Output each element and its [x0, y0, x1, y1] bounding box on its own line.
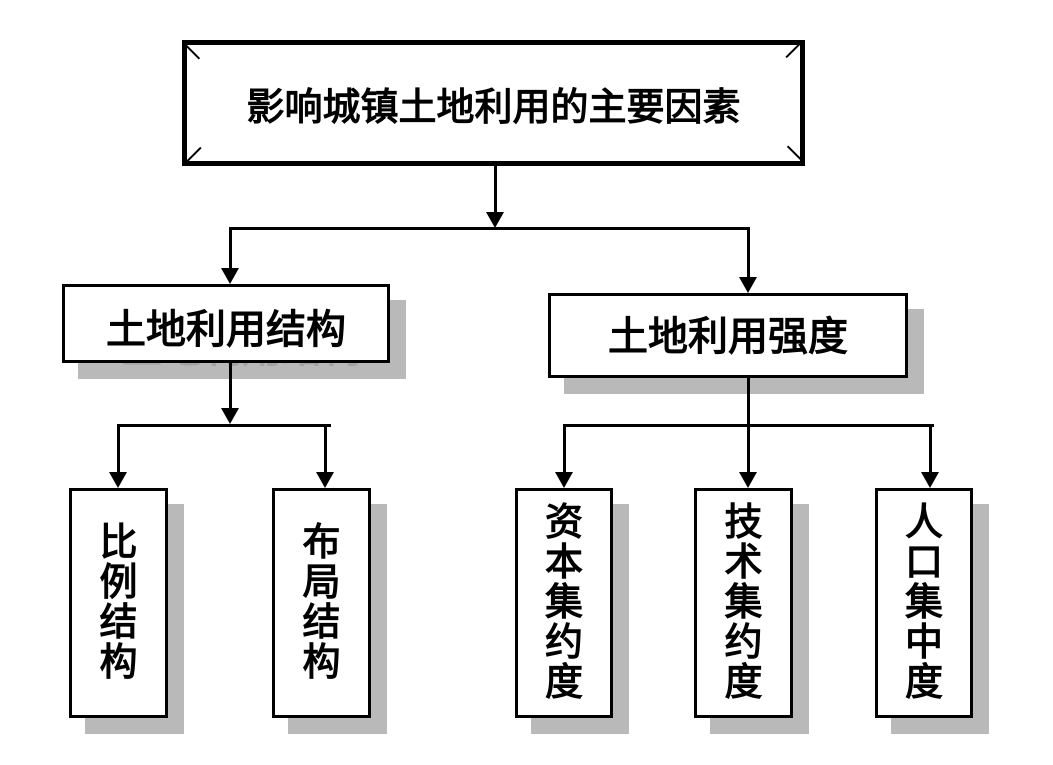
node-capital-intensity: 资本集约度 [515, 488, 613, 718]
connector-drop-capital [563, 424, 566, 473]
connector-drop-technology [747, 424, 750, 473]
node-land-use-intensity: 土地利用强度 [548, 293, 908, 378]
connector-intensity-stem [747, 378, 750, 427]
connector-level1-crossbar [229, 227, 750, 230]
node-land-use-structure: 土地利用结构 [62, 284, 390, 363]
arrowhead-structure [221, 268, 239, 284]
connector-structure-crossbar [117, 424, 331, 427]
connector-drop-layout [324, 424, 327, 473]
arrowhead-population [921, 472, 939, 488]
node-land-use-structure-label: 土地利用结构 [106, 308, 346, 352]
node-layout-structure-label: 布局结构 [302, 522, 341, 684]
node-population-concentration: 人口集中度 [875, 488, 973, 718]
arrowhead-proportion [109, 472, 127, 488]
arrowhead-root-stem [486, 212, 504, 228]
node-technology-intensity-label: 技术集约度 [724, 502, 763, 704]
connector-drop-proportion [117, 424, 120, 473]
arrowhead-layout [316, 472, 334, 488]
node-population-concentration-label: 人口集中度 [904, 502, 943, 704]
arrowhead-structure-stem [221, 408, 239, 424]
node-proportion-structure: 比例结构 [69, 488, 168, 718]
connector-drop-population [929, 424, 932, 473]
node-land-use-intensity-label: 土地利用强度 [608, 315, 848, 359]
root-node-face: 影响城镇土地利用的主要因素 [185, 43, 802, 163]
root-node-label: 影响城镇土地利用的主要因素 [246, 86, 741, 129]
connector-structure-stem [229, 363, 232, 409]
root-node-main-factors: 影响城镇土地利用的主要因素 [182, 40, 805, 166]
arrowhead-capital [555, 472, 573, 488]
connector-drop-intensity [747, 227, 750, 278]
node-layout-structure: 布局结构 [272, 488, 371, 718]
node-capital-intensity-label: 资本集约度 [544, 502, 583, 704]
connector-root-stem [494, 166, 497, 213]
arrowhead-technology [739, 472, 757, 488]
arrowhead-intensity [739, 277, 757, 293]
node-proportion-structure-label: 比例结构 [99, 522, 138, 684]
connector-drop-structure [229, 227, 232, 269]
node-technology-intensity: 技术集约度 [694, 488, 793, 718]
